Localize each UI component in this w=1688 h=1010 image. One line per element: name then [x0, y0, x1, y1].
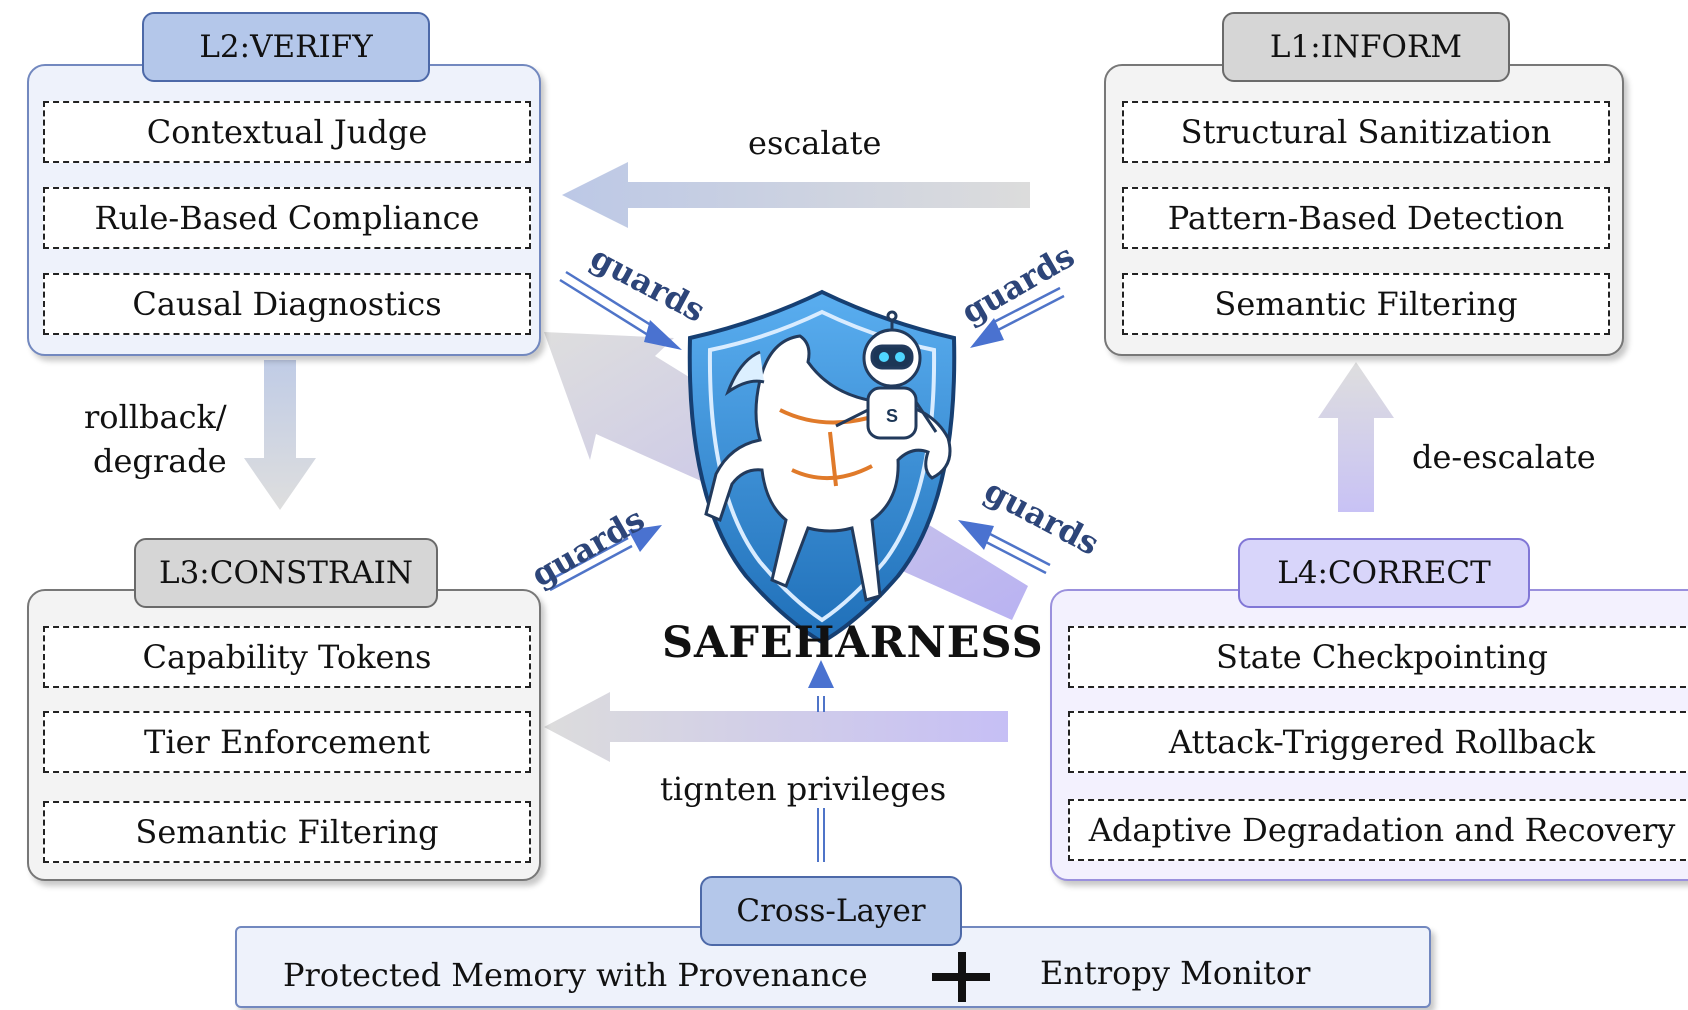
robot-icon — [835, 310, 938, 440]
l1-item-structural-sanitization: Structural Sanitization — [1122, 101, 1610, 163]
entropy-monitor-label: Entropy Monitor — [1040, 954, 1311, 992]
l3-item-tier-enforcement: Tier Enforcement — [43, 711, 531, 773]
rollback-arrow — [244, 360, 316, 510]
l3-item-semantic-filtering: Semantic Filtering — [43, 801, 531, 863]
safeharness-title: SAFEHARNESS — [662, 618, 1044, 668]
shield-badge: S — [886, 406, 898, 426]
l4-item-state-checkpointing: State Checkpointing — [1068, 626, 1688, 688]
rollback-label-line2: degrade — [93, 442, 227, 480]
horse-icon — [704, 334, 952, 602]
l4-correct-tag: L4:CORRECT — [1238, 538, 1530, 608]
deescalate-arrow — [1318, 362, 1394, 512]
cross-layer-connector — [817, 696, 825, 862]
l2-item-causal-diagnostics: Causal Diagnostics — [43, 273, 531, 335]
plus-icon — [932, 952, 990, 1002]
guards-arrow-top-right — [993, 286, 1065, 332]
l2-item-rule-based-compliance: Rule-Based Compliance — [43, 187, 531, 249]
l1-item-pattern-based-detection: Pattern-Based Detection — [1122, 187, 1610, 249]
l4-item-adaptive-degradation: Adaptive Degradation and Recovery — [1068, 799, 1688, 861]
tighten-privileges-label: tignten privileges — [660, 770, 947, 808]
escalate-arrow — [562, 162, 1030, 228]
rollback-label-line1: rollback/ — [84, 398, 227, 436]
l3-item-capability-tokens: Capability Tokens — [43, 626, 531, 688]
l1-item-semantic-filtering: Semantic Filtering — [1122, 273, 1610, 335]
l4-item-attack-triggered-rollback: Attack-Triggered Rollback — [1068, 711, 1688, 773]
guards-arrow-top-left — [559, 270, 655, 337]
l2-item-contextual-judge: Contextual Judge — [43, 101, 531, 163]
tighten-arrow — [544, 692, 1008, 762]
protected-memory-label: Protected Memory with Provenance — [283, 956, 868, 994]
deescalate-label: de-escalate — [1412, 438, 1596, 476]
guards-arrow-bottom-right — [985, 532, 1051, 575]
l1-inform-tag: L1:INFORM — [1222, 12, 1510, 82]
guards-arrow-bottom-left — [545, 536, 633, 592]
cross-layer-up-arrow — [808, 660, 834, 688]
l3-constrain-tag: L3:CONSTRAIN — [134, 538, 438, 608]
escalate-label: escalate — [748, 124, 882, 162]
l2-verify-tag: L2:VERIFY — [142, 12, 430, 82]
cross-layer-tag: Cross-Layer — [700, 876, 962, 946]
